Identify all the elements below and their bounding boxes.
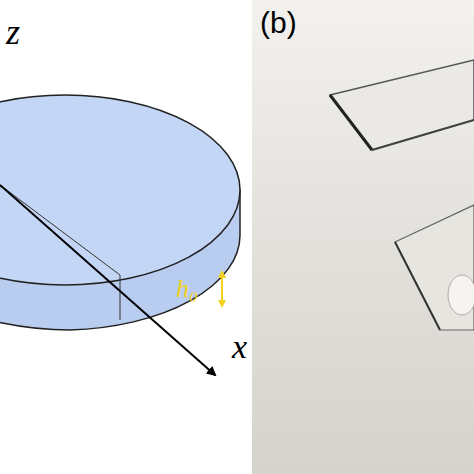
dimension-label: h₀ [176, 276, 198, 302]
disc-drawing [0, 95, 240, 375]
photo-panel [252, 0, 474, 474]
axis-label: z [6, 14, 20, 50]
panel-label: (b) [260, 8, 297, 38]
axis-label: x [232, 330, 247, 364]
